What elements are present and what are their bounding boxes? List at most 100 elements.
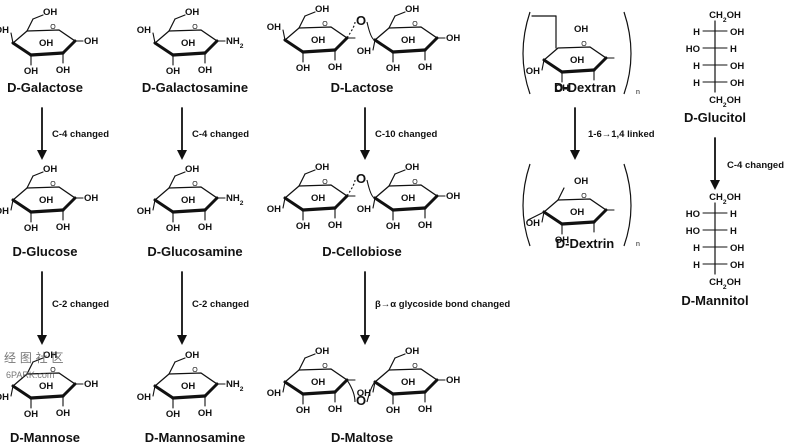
arrow-head xyxy=(360,150,370,160)
group-label-c4: OH xyxy=(267,22,281,33)
group-label-c2: OH xyxy=(418,404,432,415)
group-label-ring-face: OH xyxy=(401,35,415,46)
group-label-c4: OH xyxy=(0,25,9,36)
compound-name-dextran: D-Dextran xyxy=(554,80,616,95)
compound-galactose: OOHOHOHOHOHOHD-Galactose xyxy=(0,7,98,95)
ring-oxygen: O xyxy=(50,181,56,188)
fischer-end-group: CH2OH xyxy=(709,277,741,291)
compound-name-cellobiose: D-Cellobiose xyxy=(322,244,401,259)
fischer-right-group: H xyxy=(730,44,737,55)
compound-name-maltose: D-Maltose xyxy=(331,430,393,445)
glycosidic-oxygen: O xyxy=(356,13,366,28)
group-label-c1: OH xyxy=(84,193,98,204)
ring-oxygen: O xyxy=(322,179,328,186)
group-label-c6: OH xyxy=(405,4,419,15)
ring-oxygen: O xyxy=(192,181,198,188)
group-label-c4: OH xyxy=(267,388,281,399)
group-label-c6: OH xyxy=(574,176,588,187)
group-label-c3: OH xyxy=(296,221,310,232)
group-label-c6: OH xyxy=(43,350,57,361)
group-label-c4: OH xyxy=(357,204,371,215)
fischer-right-group: OH xyxy=(730,260,744,271)
watermark-line2: 6PARK.com xyxy=(6,370,54,380)
ring-oxygen: O xyxy=(581,41,587,48)
group-label-ring-face: OH xyxy=(181,195,195,206)
arrow-head xyxy=(177,335,187,345)
ring-oxygen: O xyxy=(412,179,418,186)
arrow-label-lac-cel: C-10 changed xyxy=(375,129,437,140)
group-label-c1: OH xyxy=(446,33,460,44)
ring-oxygen: O xyxy=(192,24,198,31)
compound-name-mannitol: D-Mannitol xyxy=(681,293,748,308)
arrow-label-gal-glc: C-4 changed xyxy=(52,129,109,140)
group-label-c3: OH xyxy=(296,405,310,416)
group-label-ring-face: OH xyxy=(39,38,53,49)
group-label-c4: OH xyxy=(0,392,9,403)
group-label-c6: OH xyxy=(574,24,588,35)
group-label-c3: OH xyxy=(386,221,400,232)
glycosidic-oxygen: O xyxy=(356,393,366,408)
group-label-c2: OH xyxy=(56,65,70,76)
ring-oxygen: O xyxy=(322,363,328,370)
group-label-ring-face: OH xyxy=(311,377,325,388)
group-label-c3: OH xyxy=(555,235,569,246)
compound-name-glucitol: D-Glucitol xyxy=(684,110,746,125)
group-label-c6: OH xyxy=(315,4,329,15)
group-label-c6: OH xyxy=(43,164,57,175)
group-label-c2: OH xyxy=(418,62,432,73)
group-label-c4: OH xyxy=(267,204,281,215)
fischer-end-group: CH2OH xyxy=(709,10,741,24)
ring-oxygen: O xyxy=(412,363,418,370)
group-label-ring-face: OH xyxy=(39,381,53,392)
group-label-ring-face: OH xyxy=(401,193,415,204)
arrow-dextran-dextrin: 1-6→1,4 linked xyxy=(570,107,655,160)
group-label-c4: OH xyxy=(526,218,540,229)
group-label-c4: OH xyxy=(137,392,151,403)
fischer-right-group: OH xyxy=(730,243,744,254)
group-label-c4: OH xyxy=(357,388,371,399)
ring-oxygen: O xyxy=(192,367,198,374)
group-label-c2: OH xyxy=(198,65,212,76)
group-label-c1: OH xyxy=(84,36,98,47)
fischer-left-group: H xyxy=(693,243,700,254)
fischer-end-group: CH2OH xyxy=(709,192,741,206)
group-label-ring-face: OH xyxy=(401,377,415,388)
group-label-c4: OH xyxy=(137,206,151,217)
arrow-head xyxy=(360,335,370,345)
compound-name-galactosamine: D-Galactosamine xyxy=(142,80,248,95)
group-label-ring-face: OH xyxy=(311,35,325,46)
group-label-c6: OH xyxy=(315,346,329,357)
group-label-c1: OH xyxy=(84,379,98,390)
arrow-galn-glcn: C-4 changed xyxy=(177,107,249,160)
group-label-c3: OH xyxy=(166,66,180,77)
fischer-left-group: H xyxy=(693,78,700,89)
polymer-bracket-left xyxy=(522,11,531,95)
arrow-lac-cel: C-10 changed xyxy=(360,107,437,160)
group-label-c6: OH xyxy=(185,164,199,175)
arrow-label-glc-man: C-2 changed xyxy=(52,299,109,310)
ring-oxygen: O xyxy=(50,367,56,374)
polymer-bracket-right xyxy=(623,163,632,247)
group-label-ring-face: OH xyxy=(570,207,584,218)
arrow-cel-mal: β→α glycoside bond changed xyxy=(360,271,510,345)
group-label-c2: OH xyxy=(328,220,342,231)
group-label-c6: OH xyxy=(185,7,199,18)
group-label-c6: OH xyxy=(315,162,329,173)
group-label-c2: OH xyxy=(328,62,342,73)
group-label-c2: OH xyxy=(328,404,342,415)
compound-mannose: OOHOHOHOHOHOHD-Mannose xyxy=(0,350,98,445)
fischer-right-group: H xyxy=(730,209,737,220)
group-label-c3: OH xyxy=(386,405,400,416)
group-label-c2: OH xyxy=(56,222,70,233)
group-label-c4: OH xyxy=(526,66,540,77)
ring-oxygen: O xyxy=(581,193,587,200)
fischer-right-group: H xyxy=(730,226,737,237)
group-label-ring-face: OH xyxy=(181,381,195,392)
polymer-bracket-left xyxy=(522,163,531,247)
